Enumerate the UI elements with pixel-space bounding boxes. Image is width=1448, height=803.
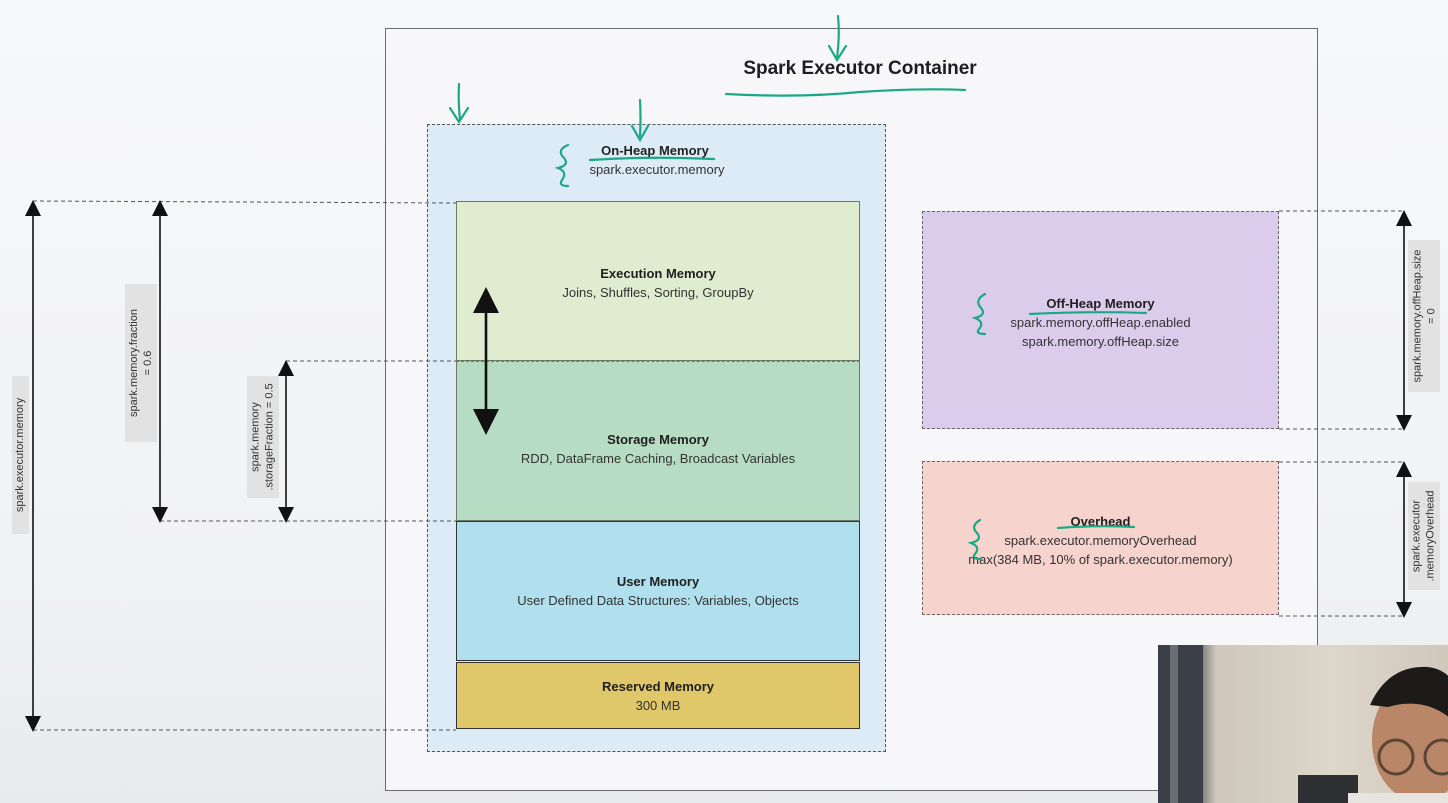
reserved-memory-title: Reserved Memory — [602, 678, 714, 694]
presenter-image — [1158, 645, 1448, 803]
execution-memory-block: Execution Memory Joins, Shuffles, Sortin… — [456, 201, 860, 361]
container-title: Spark Executor Container — [743, 58, 977, 79]
overhead-brace-icon — [967, 518, 983, 561]
user-memory-title: User Memory — [616, 574, 700, 589]
overhead-underline — [1056, 525, 1136, 530]
reserved-memory-desc: 300 MB — [635, 697, 681, 713]
webcam-overlay — [1158, 645, 1448, 803]
guide-top — [32, 200, 457, 204]
execution-memory-desc: Joins, Shuffles, Sorting, GroupBy — [562, 285, 754, 300]
storage-fraction-label: spark.memory.storageFraction = 0.5 — [247, 376, 279, 498]
onheap-brace-icon — [554, 143, 570, 188]
hand-annotations — [448, 14, 1148, 561]
offheap-size-label: spark.memory.offHeap.size= 0 — [1408, 240, 1440, 392]
overhead-line2: max(384 MB, 10% of spark.executor.memory… — [968, 552, 1233, 567]
memory-fraction-label: spark.memory.fraction= 0.6 — [125, 284, 157, 442]
title-underline — [724, 88, 967, 97]
execution-memory-title: Execution Memory — [600, 266, 716, 281]
user-memory-desc: User Defined Data Structures: Variables,… — [517, 593, 799, 608]
heap-arrow-head-icon — [448, 106, 470, 125]
offheap-brace-icon — [971, 292, 987, 336]
overhead-box: Overhead spark.executor.memoryOverhead m… — [922, 461, 1279, 615]
onheap-underline — [588, 156, 716, 162]
title-arrow-shaft-icon — [835, 14, 840, 60]
heap-arrow-shaft-icon — [457, 82, 462, 122]
user-memory-block: User Memory User Defined Data Structures… — [456, 521, 860, 661]
overhead-line1: spark.executor.memoryOverhead — [1004, 533, 1197, 548]
dimension-arrows — [25, 200, 1412, 732]
overhead-label: spark.executor.memoryOverhead — [1408, 482, 1440, 590]
off-heap-box: Off-Heap Memory spark.memory.offHeap.ena… — [922, 211, 1279, 429]
reserved-memory-block: Reserved Memory 300 MB — [456, 662, 860, 729]
on-heap-config: spark.executor.memory — [589, 162, 725, 177]
title-arrow-head-icon — [827, 44, 848, 63]
guide-lines — [32, 200, 1404, 731]
storage-memory-desc: RDD, DataFrame Caching, Broadcast Variab… — [520, 451, 796, 466]
executor-memory-label: spark.executor.memory — [12, 376, 29, 534]
off-heap-text: Off-Heap Memory spark.memory.offHeap.ena… — [923, 294, 1278, 351]
storage-memory-title: Storage Memory — [607, 432, 709, 447]
offheap-underline — [1028, 311, 1148, 316]
off-heap-title: Off-Heap Memory — [1046, 296, 1155, 311]
off-heap-line2: spark.memory.offHeap.size — [1021, 334, 1180, 349]
onheap-arrow-head-icon — [630, 124, 650, 143]
storage-memory-block: Storage Memory RDD, DataFrame Caching, B… — [456, 361, 860, 521]
onheap-arrow-shaft-icon — [638, 98, 642, 138]
on-heap-title: On-Heap Memory — [601, 143, 709, 158]
off-heap-line1: spark.memory.offHeap.enabled — [1010, 315, 1191, 330]
